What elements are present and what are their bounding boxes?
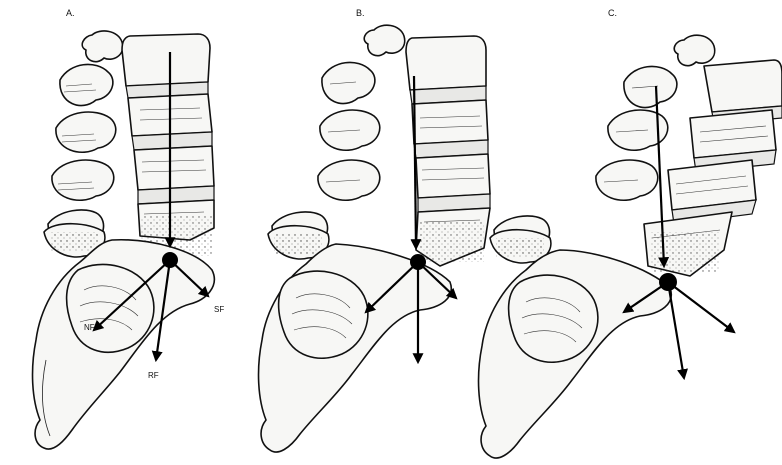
- panel-a-letter: A.: [66, 8, 75, 18]
- panel-b-vertebral-bodies: [406, 36, 490, 266]
- panel-a-vertebral-bodies: [122, 34, 214, 256]
- panel-a: A.: [33, 8, 225, 449]
- panel-b-posterior-elements: [272, 25, 405, 249]
- panel-c: C.: [479, 8, 782, 458]
- panel-c-sacrum-pelvis: [479, 230, 672, 458]
- panel-a-sf-label: SF: [214, 305, 224, 314]
- panel-c-letter: C.: [608, 8, 617, 18]
- panel-b-pivot-point: [410, 254, 426, 270]
- panel-a-sacrum-pelvis: [33, 224, 215, 449]
- panel-c-sf-arrow: [668, 282, 734, 332]
- panel-b-letter: B.: [356, 8, 365, 18]
- panel-b: B.: [259, 8, 490, 452]
- panel-a-posterior-elements: [48, 31, 123, 247]
- panel-c-pivot-point: [659, 273, 677, 291]
- panel-a-pivot-point: [162, 252, 178, 268]
- panel-a-nf-label: NF: [84, 323, 95, 332]
- panel-a-rf-label: RF: [148, 371, 159, 380]
- panel-c-rf-arrow: [668, 282, 684, 378]
